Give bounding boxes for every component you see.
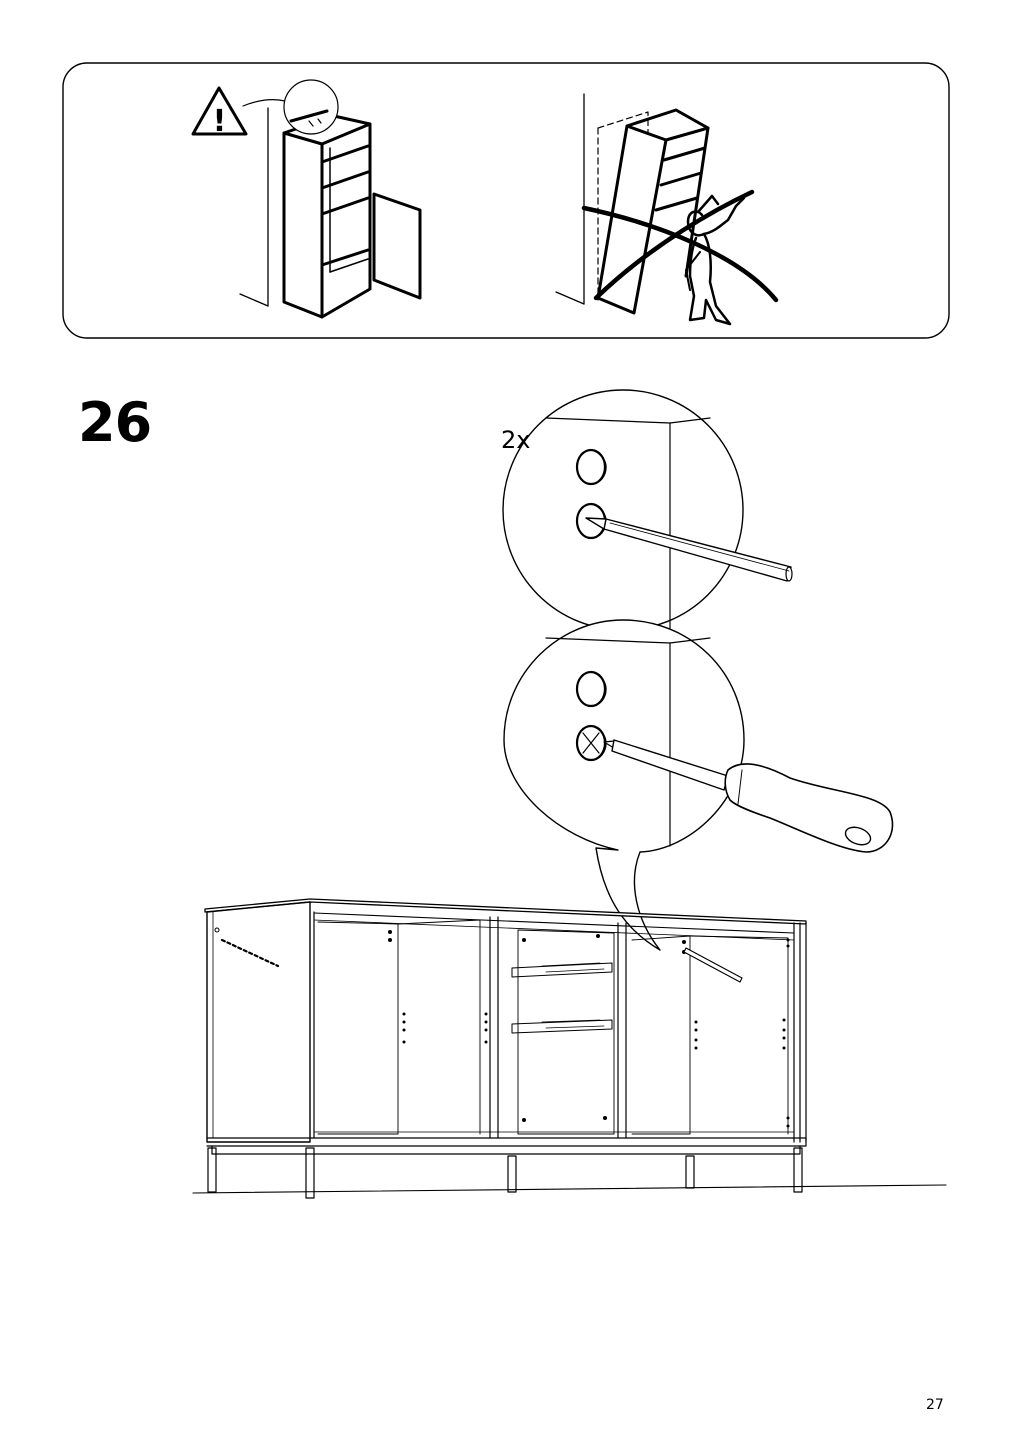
page-number: 27 xyxy=(926,1397,944,1413)
floor-line xyxy=(192,1184,947,1194)
prohibited-cross-icon xyxy=(581,189,779,303)
sideboard xyxy=(192,898,947,1199)
warning-panel xyxy=(62,62,950,339)
cabinet-tipping-over xyxy=(555,93,779,326)
warning-triangle-icon: ! xyxy=(191,86,248,139)
pencil-icon xyxy=(585,517,793,582)
cabinet-fixed-to-wall xyxy=(239,79,422,319)
warning-exclamation: ! xyxy=(213,104,227,139)
quantity-label: 2x xyxy=(501,426,531,454)
screwdriver-icon xyxy=(603,739,894,853)
step-number: 26 xyxy=(78,391,152,454)
detail-mark-holes xyxy=(502,389,793,631)
